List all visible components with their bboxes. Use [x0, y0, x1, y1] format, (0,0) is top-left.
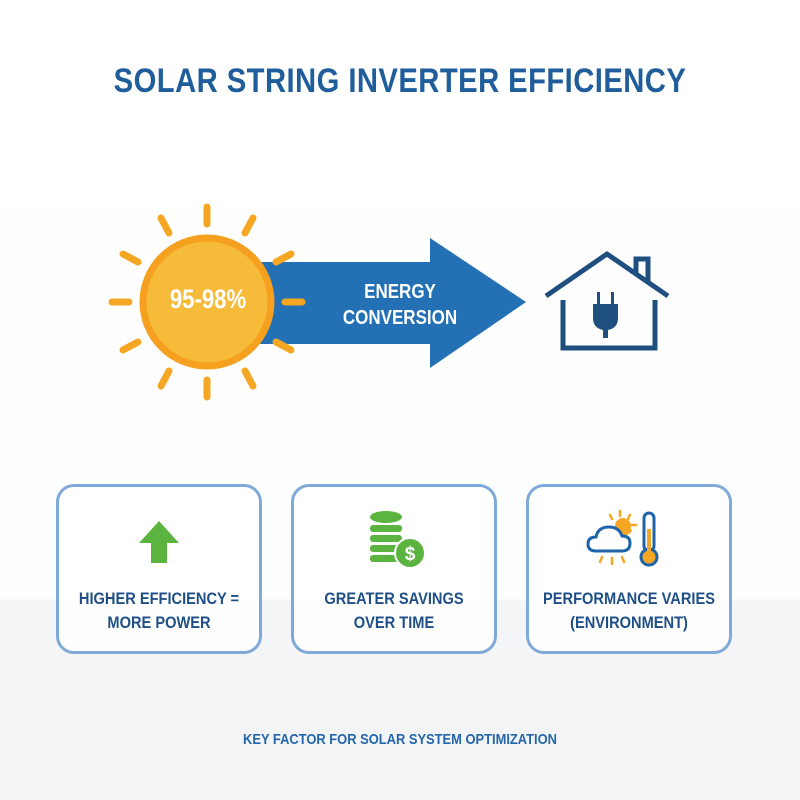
arrow-label: ENERGY CONVERSION: [332, 279, 468, 331]
card-higher-efficiency: HIGHER EFFICIENCY = MORE POWER: [56, 484, 262, 654]
arrow-right-icon: [255, 238, 526, 368]
card-performance-varies: PERFORMANCE VARIES (ENVIRONMENT): [526, 484, 732, 654]
page-title: SOLAR STRING INVERTER EFFICIENCY: [113, 62, 687, 100]
hero-diagram: 95-98% ENERGY CONVERSION: [0, 190, 800, 420]
efficiency-value: 95-98%: [169, 284, 247, 314]
svg-text:$: $: [405, 544, 416, 565]
footer-caption: KEY FACTOR FOR SOLAR SYSTEM OPTIMIZATION: [243, 731, 557, 748]
arrow-label-line2: CONVERSION: [342, 307, 458, 329]
card-greater-savings: $ GREATER SAVINGS OVER TIME: [291, 484, 497, 654]
hero-graphic: [108, 203, 670, 401]
house-plug-icon: [544, 250, 670, 351]
arrow-up-icon: [59, 507, 259, 577]
coins-dollar-icon: $: [294, 507, 494, 577]
sun-icon: [108, 203, 306, 401]
weather-thermometer-icon: [529, 507, 729, 577]
card-label: HIGHER EFFICIENCY = MORE POWER: [78, 589, 240, 632]
card-label: PERFORMANCE VARIES (ENVIRONMENT): [543, 589, 715, 632]
arrow-label-line1: ENERGY: [364, 281, 436, 303]
card-label: GREATER SAVINGS OVER TIME: [324, 589, 464, 632]
